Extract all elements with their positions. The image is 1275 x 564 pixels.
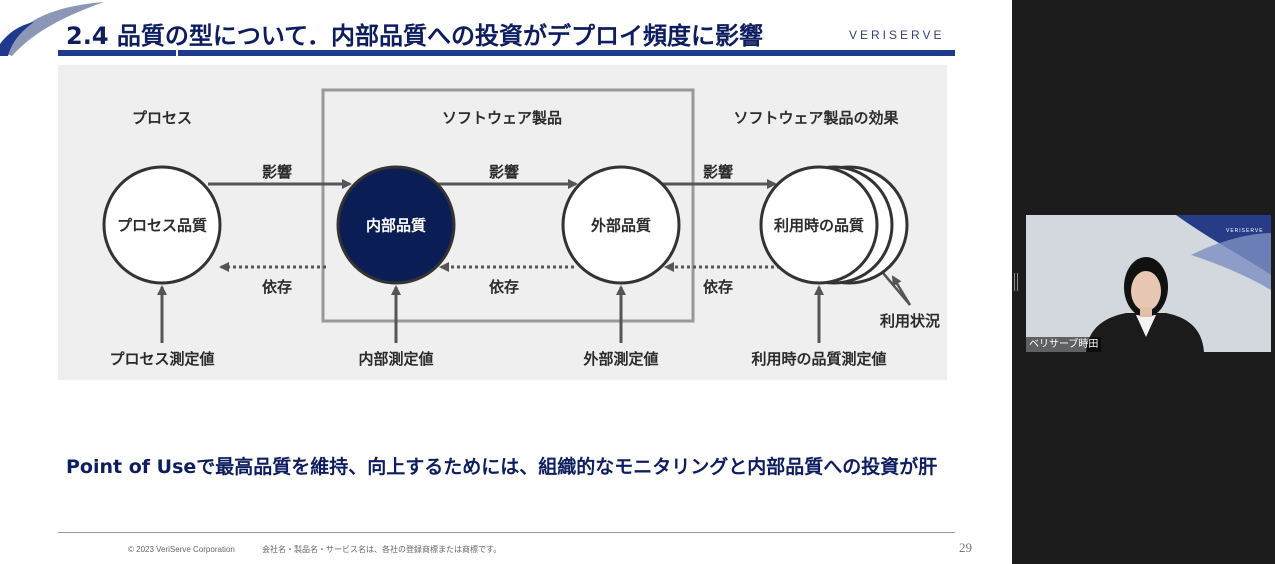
external-quality-label: 外部品質 — [590, 216, 652, 235]
video-feed — [1026, 215, 1271, 352]
panel-resize-handle[interactable] — [1014, 273, 1018, 291]
dependency-label-1: 依存 — [261, 278, 293, 296]
internal-measure-label: 内部測定値 — [358, 350, 434, 368]
quality-in-use-label: 利用時の品質 — [773, 216, 865, 235]
brand-wordmark: VERISERVE — [849, 28, 945, 42]
footer-divider — [58, 532, 955, 533]
trademark-notice: 会社名・製品名・サービス名は、各社の登録商標または商標です。 — [262, 545, 502, 554]
dependency-label-3: 依存 — [702, 278, 734, 296]
page-number: 29 — [959, 540, 972, 555]
veriserve-logo-swoosh — [0, 2, 104, 56]
influence-label-2: 影響 — [488, 163, 520, 181]
process-measure-label: プロセス測定値 — [109, 350, 215, 368]
quality-model-diagram: プロセス ソフトウェア製品 ソフトウェア製品の効果 影響 影響 影響 依存 依存… — [58, 65, 947, 380]
header-product-effect: ソフトウェア製品の効果 — [733, 109, 899, 127]
header-software-product: ソフトウェア製品 — [441, 109, 563, 127]
quality-in-use-node — [759, 165, 879, 285]
slide-title: 2.4 品質の型について．内部品質への投資がデプロイ頻度に影響 — [66, 22, 763, 50]
participant-name-tag: ベリサーブ時田 — [1026, 337, 1102, 352]
external-measure-label: 外部測定値 — [583, 350, 659, 368]
usage-arrow-2 — [891, 275, 912, 306]
dependency-label-2: 依存 — [488, 278, 520, 296]
header-process: プロセス — [131, 109, 193, 127]
process-quality-node — [102, 165, 222, 285]
internal-quality-node — [336, 165, 456, 285]
usage-context-label: 利用状況 — [879, 312, 941, 330]
tile-brand-wordmark: VERISERVE — [1226, 228, 1264, 234]
copyright-text: © 2023 VeriServe Corporation — [128, 545, 235, 554]
slide-tagline: Point of Useで最高品質を維持、向上するためには、組織的なモニタリング… — [66, 456, 938, 478]
software-product-frame — [321, 88, 695, 323]
internal-quality-label: 内部品質 — [365, 216, 427, 235]
diagram-graphics — [102, 88, 912, 343]
in-use-measure-label: 利用時の品質測定値 — [751, 350, 887, 368]
external-quality-node — [561, 165, 681, 285]
influence-label-3: 影響 — [702, 163, 734, 181]
title-underline-right — [178, 50, 955, 56]
process-quality-label: プロセス品質 — [116, 216, 208, 235]
participant-video-tile[interactable]: VERISERVE ベリサーブ時田 — [1026, 215, 1271, 352]
influence-label-1: 影響 — [261, 163, 293, 181]
title-underline-left — [58, 50, 176, 56]
presentation-slide: 2.4 品質の型について．内部品質への投資がデプロイ頻度に影響 VERISERV… — [0, 0, 1012, 564]
